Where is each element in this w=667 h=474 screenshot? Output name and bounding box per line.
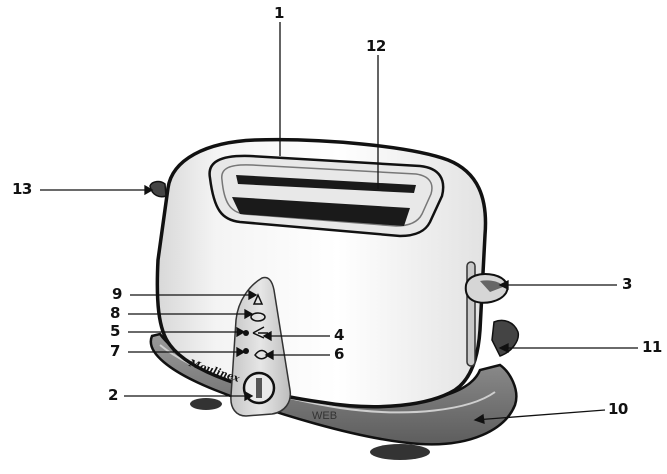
arrowhead-11: [498, 342, 509, 354]
indicator-light-7: [243, 348, 249, 354]
arrowhead-9: [248, 289, 258, 301]
arrowhead-4: [262, 330, 272, 342]
callout-7: 7: [110, 342, 120, 360]
stop-button-icon: [252, 293, 264, 305]
defrost-button-icon: [250, 312, 266, 322]
foot-right: [370, 444, 430, 460]
reheat-button-icon: [252, 326, 268, 339]
callout-5: 5: [110, 322, 120, 340]
arrowhead-6: [264, 349, 274, 361]
callout-9: 9: [112, 285, 122, 303]
lift-lever-cap: [480, 280, 503, 292]
callout-11: 11: [642, 338, 662, 356]
lift-lever-knob: [464, 273, 509, 304]
callout-2: 2: [108, 386, 118, 404]
arrowhead-10: [473, 413, 485, 424]
arrowhead-3: [498, 279, 509, 291]
bread-slot-front: [232, 197, 410, 226]
leader-line-10: [474, 409, 606, 421]
indicator-light-5: [243, 330, 249, 336]
web-label: WEB: [312, 410, 338, 422]
callout-8: 8: [110, 304, 120, 322]
arrowhead-13: [144, 184, 154, 196]
arrowhead-5: [236, 326, 246, 338]
callout-10: 10: [608, 400, 628, 418]
callout-3: 3: [622, 275, 632, 293]
dial-indicator: [256, 378, 262, 398]
callout-1: 1: [274, 4, 284, 22]
arrowhead-2: [244, 390, 254, 402]
callout-4: 4: [334, 326, 344, 344]
bread-slot-back: [236, 175, 416, 193]
callout-12: 12: [366, 37, 386, 55]
foot-left: [190, 398, 222, 410]
slot-frame-inner: [221, 164, 433, 227]
callout-13: 13: [12, 180, 32, 198]
callout-6: 6: [334, 345, 344, 363]
arrowhead-7: [236, 346, 246, 358]
arrowhead-8: [244, 308, 254, 320]
warmer-lever: [149, 180, 167, 198]
power-cord: [491, 319, 520, 357]
